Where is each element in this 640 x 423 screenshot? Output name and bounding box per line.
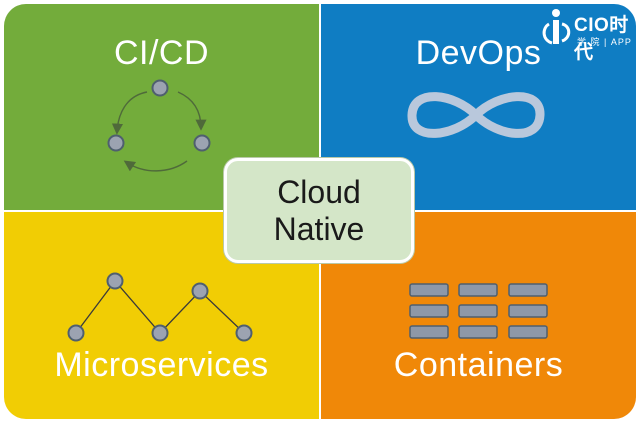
- ci-cd-title: CI/CD: [113, 34, 210, 72]
- cycle-arrow-left: [111, 91, 148, 135]
- infinity-shape: [407, 92, 545, 138]
- network-node-1: [67, 324, 85, 342]
- cycle-node-left: [107, 134, 125, 152]
- cycle-node-top: [151, 79, 169, 97]
- container-block: [458, 304, 498, 318]
- cloud-native-box: Cloud Native: [224, 158, 414, 263]
- devops-title: DevOps: [415, 34, 542, 72]
- quadrant-ci-cd: CI/CD: [4, 4, 319, 210]
- cycle-arrow-right: [177, 91, 207, 131]
- cycle-icon: [107, 79, 211, 172]
- grid-icon: [409, 283, 548, 339]
- infinity-icon: [407, 92, 545, 138]
- network-icon: [67, 272, 253, 342]
- microservices-title: Microservices: [54, 346, 269, 384]
- network-node-5: [235, 324, 253, 342]
- container-block: [409, 304, 449, 318]
- cycle-arrow-bottom: [123, 160, 188, 172]
- container-block: [458, 283, 498, 297]
- logo-text: CIO时代: [574, 15, 629, 63]
- container-block: [458, 325, 498, 339]
- container-block: [409, 325, 449, 339]
- cycle-node-right: [193, 134, 211, 152]
- container-block: [508, 304, 548, 318]
- logo-icon: [542, 9, 571, 45]
- container-block: [508, 325, 548, 339]
- network-node-2: [106, 272, 124, 290]
- network-node-3: [151, 324, 169, 342]
- network-node-4: [191, 282, 209, 300]
- container-block: [508, 283, 548, 297]
- containers-title: Containers: [393, 346, 564, 384]
- container-block: [409, 283, 449, 297]
- cio-logo: CIO时代 学 院 | APP: [540, 4, 636, 63]
- center-line-2: Native: [273, 210, 365, 247]
- logo-subtext: 学 院 | APP: [577, 37, 632, 47]
- center-line-1: Cloud: [277, 173, 361, 210]
